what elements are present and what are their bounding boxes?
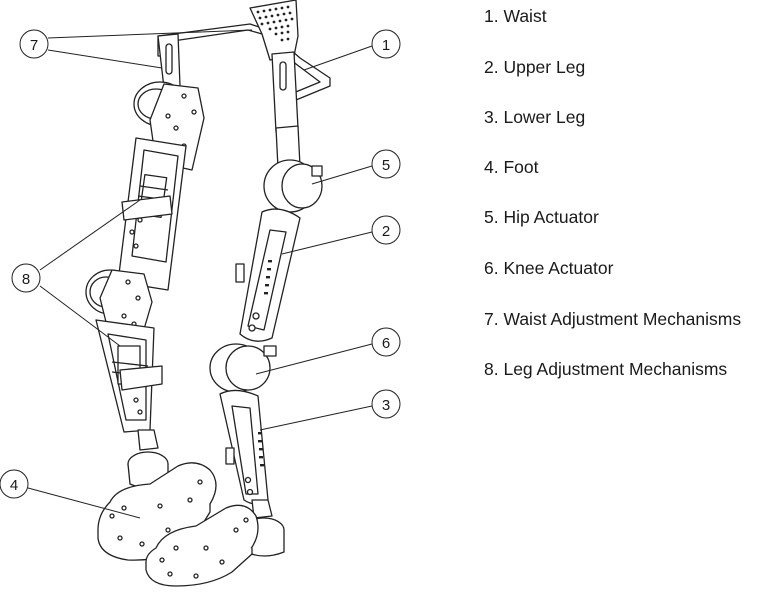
callout-8-number: 8	[22, 271, 30, 288]
waist-plate-holes	[256, 5, 294, 42]
callout-8: 8	[11, 263, 41, 293]
callout-5: 5	[371, 149, 401, 179]
callout-7-number: 7	[30, 37, 38, 54]
callout-1-number: 1	[382, 37, 390, 54]
callout-4-number: 4	[10, 477, 18, 494]
legend-item-lower-leg: 3. Lower Leg	[484, 107, 586, 127]
left-leg	[85, 81, 217, 561]
callout-5-number: 5	[382, 157, 390, 174]
callout-3: 3	[371, 389, 401, 419]
legend-item-waist-adjustment: 7. Waist Adjustment Mechanisms	[484, 309, 742, 329]
legend-item-hip-actuator: 5. Hip Actuator	[484, 207, 599, 227]
callout-3-number: 3	[382, 397, 390, 414]
callout-2-number: 2	[382, 223, 390, 240]
legend-item-foot: 4. Foot	[484, 157, 539, 177]
legend-item-knee-actuator: 6. Knee Actuator	[484, 258, 614, 278]
legend-item-upper-leg: 2. Upper Leg	[484, 57, 586, 77]
right-leg	[145, 125, 323, 587]
callout-2: 2	[371, 215, 401, 245]
callout-6: 6	[371, 327, 401, 357]
callout-1: 1	[371, 29, 401, 59]
callout-4: 4	[0, 469, 29, 499]
legend-item-leg-adjustment: 8. Leg Adjustment Mechanisms	[484, 359, 728, 379]
callout-6-number: 6	[382, 335, 390, 352]
leader-lines	[27, 29, 373, 519]
legend-item-waist: 1. Waist	[484, 6, 547, 26]
callout-7: 7	[19, 29, 49, 59]
